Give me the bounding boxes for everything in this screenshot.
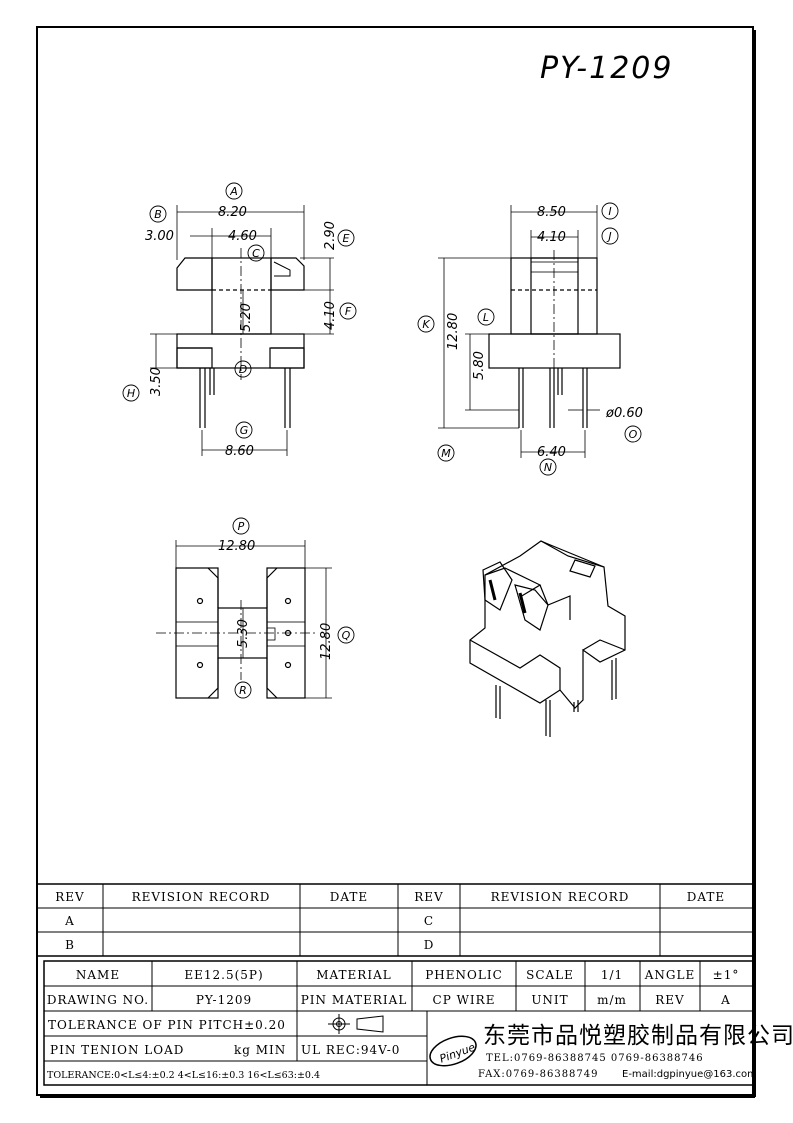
dim-R-value: 5.30 — [236, 619, 251, 648]
dim-E-value: 2.90 — [323, 221, 338, 250]
rev-header-1: REV — [55, 890, 84, 904]
tolerance-pitch: TOLERANCE OF PIN PITCH±0.20 — [48, 1018, 286, 1032]
date-header-1: DATE — [330, 890, 368, 904]
company-email: E-mail:dgpinyue@163.com — [622, 1069, 757, 1080]
callout-D: D — [239, 363, 247, 376]
callout-M: M — [441, 447, 451, 460]
company-fax: FAX:0769-86388749 — [478, 1069, 599, 1080]
rev-label: REV — [655, 993, 684, 1007]
projection-symbol-icon — [328, 1014, 384, 1034]
callout-L: L — [483, 311, 489, 324]
revision-table-grid — [37, 883, 753, 957]
front-callouts — [122, 182, 357, 439]
callout-H: H — [127, 387, 135, 400]
revision-record-header-1: REVISION RECORD — [132, 890, 271, 904]
name-label: NAME — [76, 968, 120, 982]
pin-material-value: CP WIRE — [433, 993, 496, 1007]
callout-I: I — [608, 205, 611, 218]
angle-label: ANGLE — [644, 968, 695, 982]
unit-label: UNIT — [531, 993, 568, 1007]
side-callouts — [417, 202, 642, 476]
dim-B2-value: 4.60 — [228, 229, 257, 244]
sheet-border — [36, 26, 754, 1096]
dim-H-value: 3.50 — [149, 367, 164, 396]
company-logo-icon: Pinyue — [429, 1035, 477, 1067]
callout-B: B — [154, 208, 162, 221]
callout-A: A — [229, 185, 238, 198]
callout-P: P — [238, 520, 245, 533]
callout-N: N — [544, 461, 552, 474]
part-number-title: PY-1209 — [540, 51, 673, 86]
dim-N-value: 6.40 — [537, 445, 566, 460]
date-header-2: DATE — [687, 890, 725, 904]
rev-cell-B: B — [65, 938, 75, 952]
bottom-view — [156, 540, 332, 699]
dim-B-value: 3.00 — [145, 229, 174, 244]
isometric-view — [469, 540, 626, 737]
callout-C: C — [252, 247, 260, 260]
dim-L-value: 5.80 — [472, 351, 487, 380]
callout-F: F — [345, 305, 352, 318]
tolerance-general: TOLERANCE:0<L≤4:±0.2 4<L≤16:±0.3 16<L≤63… — [47, 1070, 320, 1081]
dim-O-value: ø0.60 — [605, 406, 643, 421]
scale-value: 1/1 — [601, 968, 623, 982]
rev-value: A — [720, 993, 731, 1007]
rev-cell-D: D — [424, 938, 435, 952]
pin-load-label: PIN TENION LOAD — [50, 1043, 184, 1057]
unit-value: m/m — [597, 993, 627, 1007]
scale-label: SCALE — [526, 968, 574, 982]
dim-G-value: 8.60 — [225, 444, 254, 459]
rev-cell-A: A — [64, 914, 75, 928]
material-label: MATERIAL — [316, 968, 391, 982]
side-view — [438, 205, 621, 458]
callout-E: E — [343, 232, 350, 245]
dim-I-value: 8.50 — [537, 205, 566, 220]
drawing-no-label: DRAWING NO. — [47, 993, 149, 1007]
pin-material-label: PIN MATERIAL — [301, 993, 408, 1007]
callout-G: G — [240, 424, 249, 437]
ul-rec: UL REC:94V-0 — [301, 1043, 400, 1057]
dim-F-value: 4.10 — [323, 301, 338, 330]
bottom-callouts — [232, 517, 355, 699]
drawing-no-value: PY-1209 — [196, 993, 252, 1007]
rev-header-2: REV — [414, 890, 443, 904]
front-view — [150, 205, 334, 456]
rev-cell-C: C — [424, 914, 434, 928]
name-value: EE12.5(5P) — [184, 968, 263, 982]
pin-load-unit: kg MIN — [234, 1043, 286, 1057]
dim-J-value: 4.10 — [537, 230, 566, 245]
dim-P-value: 12.80 — [218, 539, 255, 554]
angle-value: ±1° — [713, 968, 740, 982]
dim-K-value: 12.80 — [446, 313, 461, 350]
callout-Q: Q — [342, 629, 351, 642]
title-block-grid — [43, 960, 754, 1086]
dim-Q-value: 12.80 — [319, 623, 334, 660]
revision-record-header-2: REVISION RECORD — [491, 890, 630, 904]
material-value: PHENOLIC — [425, 968, 503, 982]
callout-R: R — [239, 684, 247, 697]
callout-J: J — [606, 230, 611, 243]
company-logo-text: Pinyue — [438, 1041, 477, 1066]
dim-D-value: 5.20 — [239, 303, 254, 332]
company-tel: TEL:0769-86388745 0769-86388746 — [486, 1053, 704, 1064]
dim-A-value: 8.20 — [218, 205, 247, 220]
company-name: 东莞市品悦塑胶制品有限公司 — [483, 1023, 793, 1049]
callout-K: K — [422, 318, 430, 331]
callout-O: O — [629, 428, 638, 441]
